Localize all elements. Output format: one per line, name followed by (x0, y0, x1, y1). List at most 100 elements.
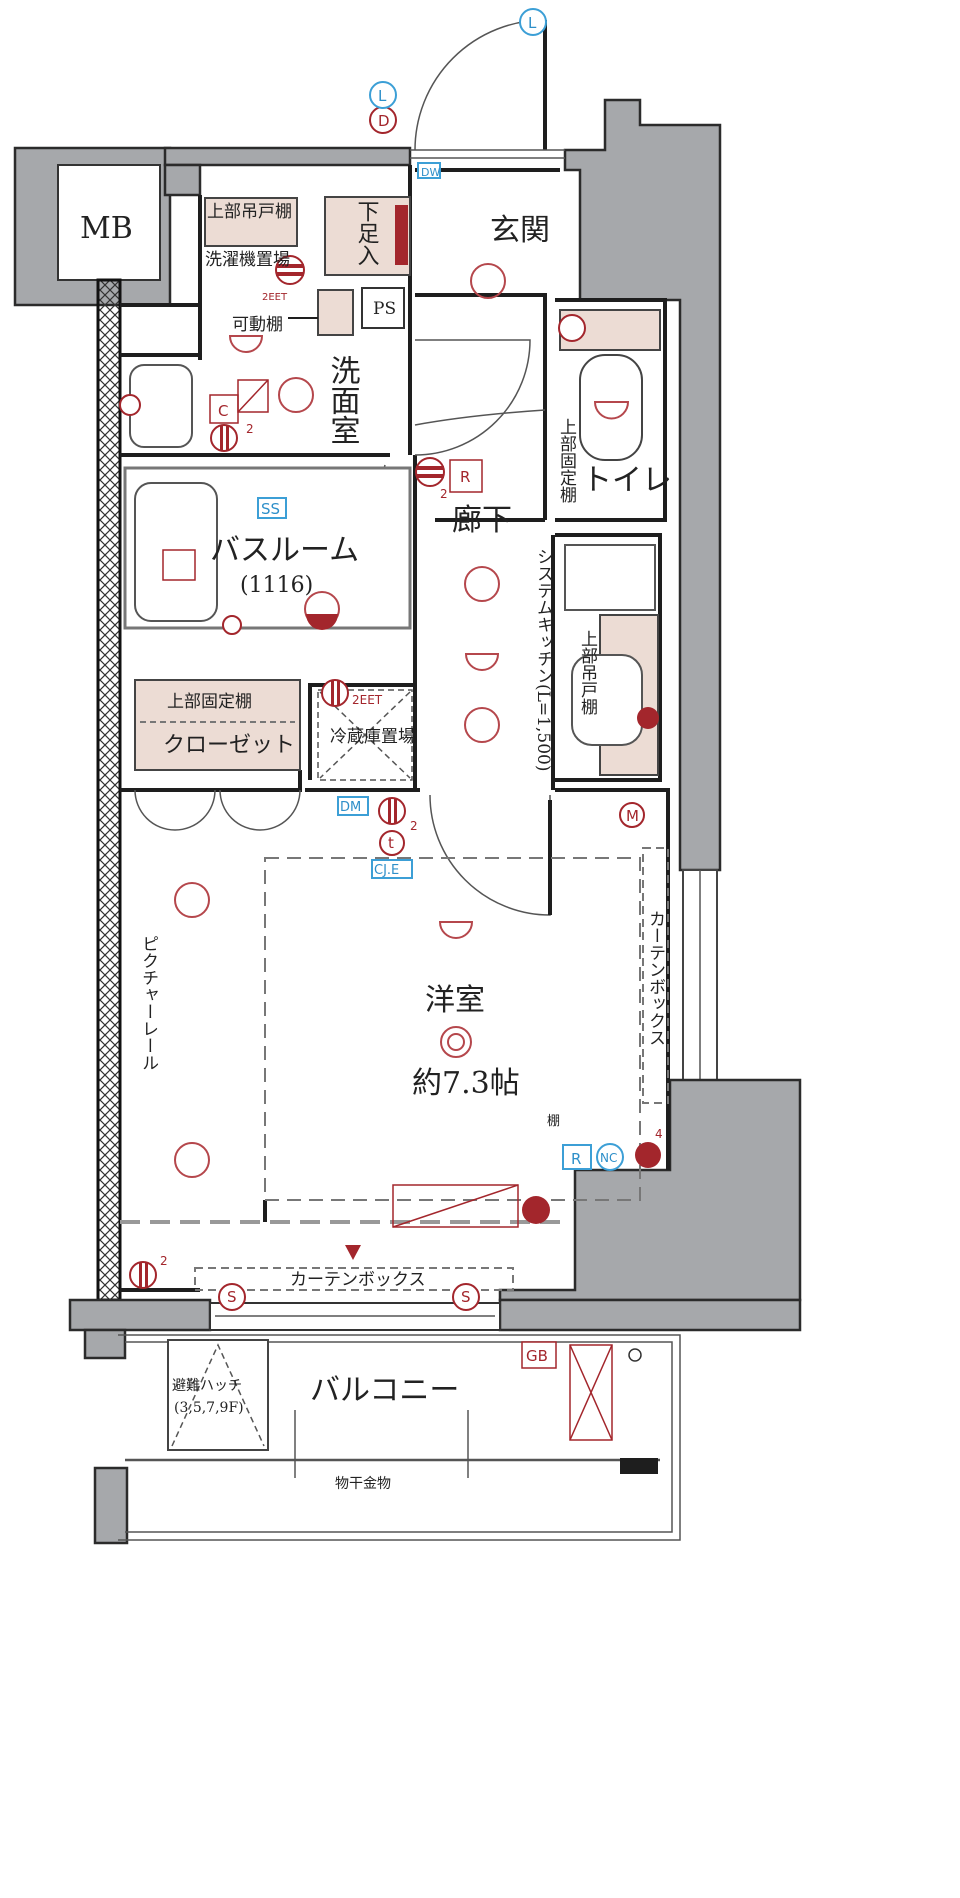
outlet-icon (378, 797, 406, 825)
gb-text: GB (526, 1347, 548, 1365)
light-icon (464, 566, 500, 602)
bottom-wall-left (68, 1298, 212, 1332)
r-badge (562, 1144, 592, 1170)
bathtub (134, 482, 218, 622)
count-text: 2 (410, 819, 418, 833)
cje-badge (371, 859, 413, 879)
l-top-text: L (528, 14, 537, 32)
ps-label: PS (373, 299, 396, 319)
toilet-upper-shelf-label: 上部固定棚 (556, 418, 577, 504)
light-icon (278, 377, 314, 413)
light-l-icon (519, 8, 547, 36)
entrance-label: 玄関 (490, 213, 550, 248)
faucet-icon (628, 1348, 642, 1362)
outlet-icon (637, 707, 659, 729)
outlet-icon (129, 1261, 157, 1289)
mb-label: MB (80, 211, 133, 246)
dw-badge (417, 162, 441, 179)
curtain-box-right (642, 847, 669, 1104)
balcony-pillar-bottom (93, 1466, 129, 1545)
room-door[interactable] (429, 794, 551, 916)
balcony-pillar-top (83, 1328, 127, 1360)
kitchen-label: システムキッチン(L=1,500) (533, 548, 553, 771)
meter-icon (619, 802, 645, 828)
light-icon (174, 1142, 210, 1178)
light-icon (464, 707, 500, 743)
picture-rail-label: ピクチャーレール (138, 935, 158, 1071)
toilet-label: トイレ (582, 463, 672, 498)
curtain-box-right-label: カーテンボックス (645, 910, 665, 1046)
western-room-area (264, 857, 641, 1201)
kitchen-upper-cabinet-label: 上部吊戸棚 (577, 630, 598, 716)
movable-shelf-label: 可動棚 (232, 315, 283, 335)
washroom-label: 洗面室 (325, 355, 360, 445)
evacuation-hatch[interactable] (167, 1339, 269, 1451)
ss-badge (257, 497, 287, 519)
outlet-icon (321, 679, 349, 707)
shelf-label: 棚 (547, 1114, 560, 1129)
sash-icon (452, 1283, 480, 1311)
dm-text: DM (340, 800, 361, 815)
evac-hatch-label: 避難ハッチ (172, 1378, 242, 1394)
thermostat-icon (379, 830, 405, 856)
ss-text: SS (261, 500, 280, 518)
outlet-icon (119, 394, 141, 416)
balcony-label: バルコニー (310, 1373, 459, 1408)
right-lower-wall (498, 1078, 802, 1302)
right-wall (563, 98, 722, 872)
electrical (119, 8, 661, 1369)
dw-text: DW (421, 166, 440, 179)
top-wall-corner (163, 163, 202, 197)
toilet-bowl[interactable] (579, 354, 643, 461)
outlet-icon (558, 314, 586, 342)
kitchen-sink (571, 654, 643, 746)
bathroom-label: バスルーム (210, 533, 359, 568)
remote-r-icon (449, 459, 483, 493)
clothes-pole-label: 物干金物 (335, 1476, 391, 1492)
ceiling-lights (162, 263, 630, 1178)
count-text: 2 (160, 1254, 168, 1268)
d-text: D (378, 112, 390, 130)
outlet-icon (210, 424, 238, 452)
ac-outlet-icon (522, 1196, 550, 1224)
entrance-door[interactable] (410, 19, 565, 159)
count-text: 2 (440, 487, 448, 501)
mb-box (57, 164, 161, 281)
air-conditioner (392, 1184, 519, 1228)
corridor-label: 廊下 (452, 503, 512, 538)
top-wall (163, 146, 412, 167)
shoe-cabinet-label: 下足入 (354, 200, 380, 266)
nc-badge (596, 1143, 624, 1171)
s-text: S (461, 1288, 471, 1306)
count-text: 2 (246, 422, 254, 436)
toilet-door[interactable] (414, 409, 546, 426)
r-blue-text: R (571, 1150, 581, 1168)
light-icon (470, 263, 506, 299)
outlet-icon (275, 255, 305, 285)
closet-doors[interactable] (134, 789, 301, 831)
l-door-text: L (378, 87, 387, 105)
evac-hatch-floors: (3,5,7,9F) (174, 1400, 244, 1416)
sash-icon (218, 1283, 246, 1311)
eet-text: 2EET (352, 693, 383, 707)
light-icon (174, 882, 210, 918)
closet-label: クローゼット (163, 733, 295, 758)
bath-fan-icon (162, 549, 196, 581)
outlet-icon (415, 457, 445, 487)
nc-text: NC (600, 1151, 617, 1165)
light-l-icon (369, 81, 397, 109)
s-text: S (227, 1288, 237, 1306)
curtain-box-bottom (194, 1267, 514, 1291)
gb-box (521, 1341, 557, 1369)
ventilation-icon (237, 379, 269, 413)
closet[interactable] (134, 679, 301, 771)
r-red-text: R (460, 468, 470, 486)
kitchen-stove (564, 544, 656, 611)
washroom-door[interactable] (414, 339, 531, 456)
bracket-light-icon (438, 921, 474, 939)
outlet-icon (635, 1142, 661, 1168)
gas-boiler (569, 1344, 613, 1441)
bracket-light-icon (228, 335, 264, 353)
dm-badge (337, 796, 369, 816)
